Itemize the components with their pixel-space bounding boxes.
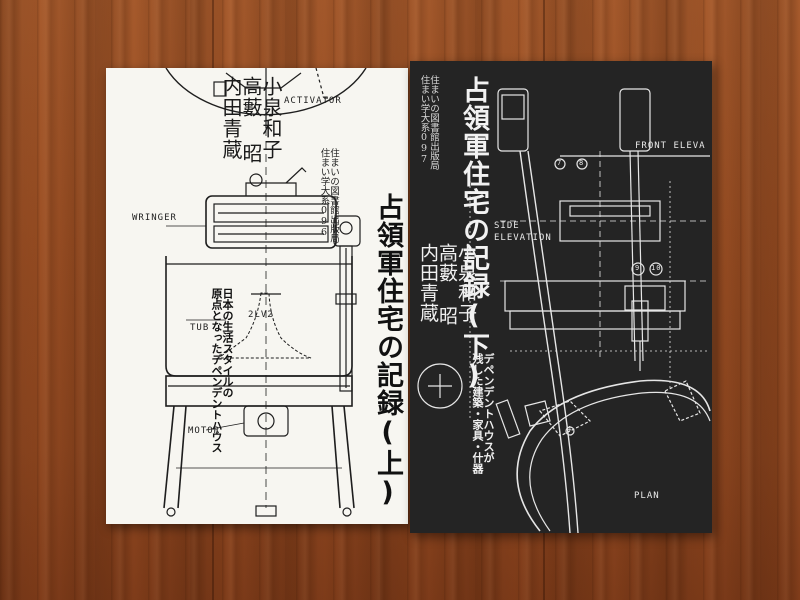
- callout-number: 9: [635, 264, 641, 272]
- label-elevation: ELEVATION: [494, 233, 552, 243]
- label-side: SIDE: [494, 221, 520, 231]
- right-book-title: 占領軍住宅の記録(下): [458, 76, 489, 392]
- book-right-cover: 住まいの図書館出版局 住まい学大系097 占領軍住宅の記録(下) 小泉和子 高藪…: [410, 61, 712, 533]
- left-book-publisher: 住まいの図書館出版局 住まい学大系096: [318, 148, 340, 243]
- label-activator: ACTIVATOR: [284, 96, 342, 106]
- left-book-authors: 小泉和子 高藪 昭 内田青蔵: [219, 76, 283, 164]
- label-plan: PLAN: [634, 491, 660, 501]
- callout-number: 8: [579, 159, 585, 167]
- label-motor: MOTOR: [188, 426, 221, 436]
- right-book-publisher: 住まいの図書館出版局 住まい学大系097: [418, 75, 440, 170]
- label-drawing-number: 2LV2: [248, 310, 274, 320]
- book-left-cover: 小泉和子 高藪 昭 内田青蔵 住まいの図書館出版局 住まい学大系096 占領軍住…: [106, 68, 408, 524]
- callout-number: 7: [557, 159, 563, 167]
- left-book-title: 占領軍住宅の記録(上): [372, 193, 403, 509]
- right-book-subtitle: デペンデントハウスが 残した建築・家具・什器: [471, 353, 495, 474]
- label-wringer: WRINGER: [132, 213, 177, 223]
- label-front-elevation: FRONT ELEVA: [635, 141, 706, 151]
- washing-machine-drawing: [163, 68, 367, 517]
- callout-number: 10: [651, 264, 662, 272]
- label-tub: TUB: [190, 323, 210, 333]
- callout-number: 4: [567, 425, 573, 433]
- right-book-authors: 小泉和子 高藪 昭 内田青蔵: [417, 243, 477, 326]
- chair-blueprint-drawing: [417, 88, 711, 533]
- left-book-subtitle: 日本の生活スタイルの 原点となったデペンデントハウス: [210, 288, 234, 453]
